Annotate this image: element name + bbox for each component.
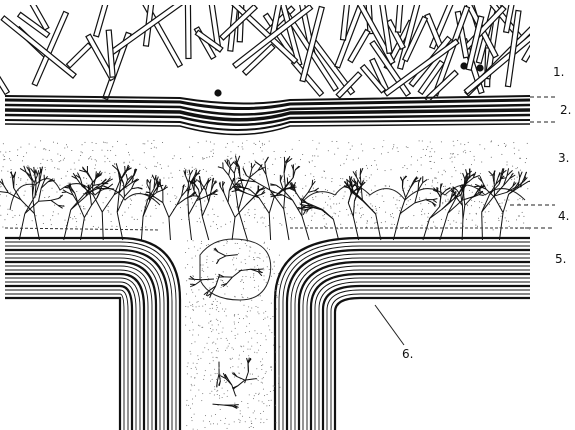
rod-knob xyxy=(461,63,467,69)
rod xyxy=(67,43,92,68)
layer-2-dark-band xyxy=(5,96,530,135)
label-1: 1. xyxy=(553,65,564,79)
rod xyxy=(395,0,404,32)
layer-4-boundary xyxy=(5,228,530,230)
rod-knob xyxy=(215,90,221,96)
rod-knob xyxy=(477,65,483,71)
label-5: 5. xyxy=(555,252,566,266)
label-4: 4. xyxy=(558,209,569,223)
rod xyxy=(0,49,9,94)
rod xyxy=(185,0,191,58)
label-6-leader xyxy=(375,305,404,345)
central-channel xyxy=(185,239,281,430)
layer-3-stippled-tissue xyxy=(0,140,530,231)
label-3: 3. xyxy=(558,151,569,165)
label-2: 2. xyxy=(560,103,571,117)
layer-1-rods xyxy=(0,0,565,102)
label-leaders xyxy=(510,97,555,228)
label-6: 6. xyxy=(402,347,413,361)
